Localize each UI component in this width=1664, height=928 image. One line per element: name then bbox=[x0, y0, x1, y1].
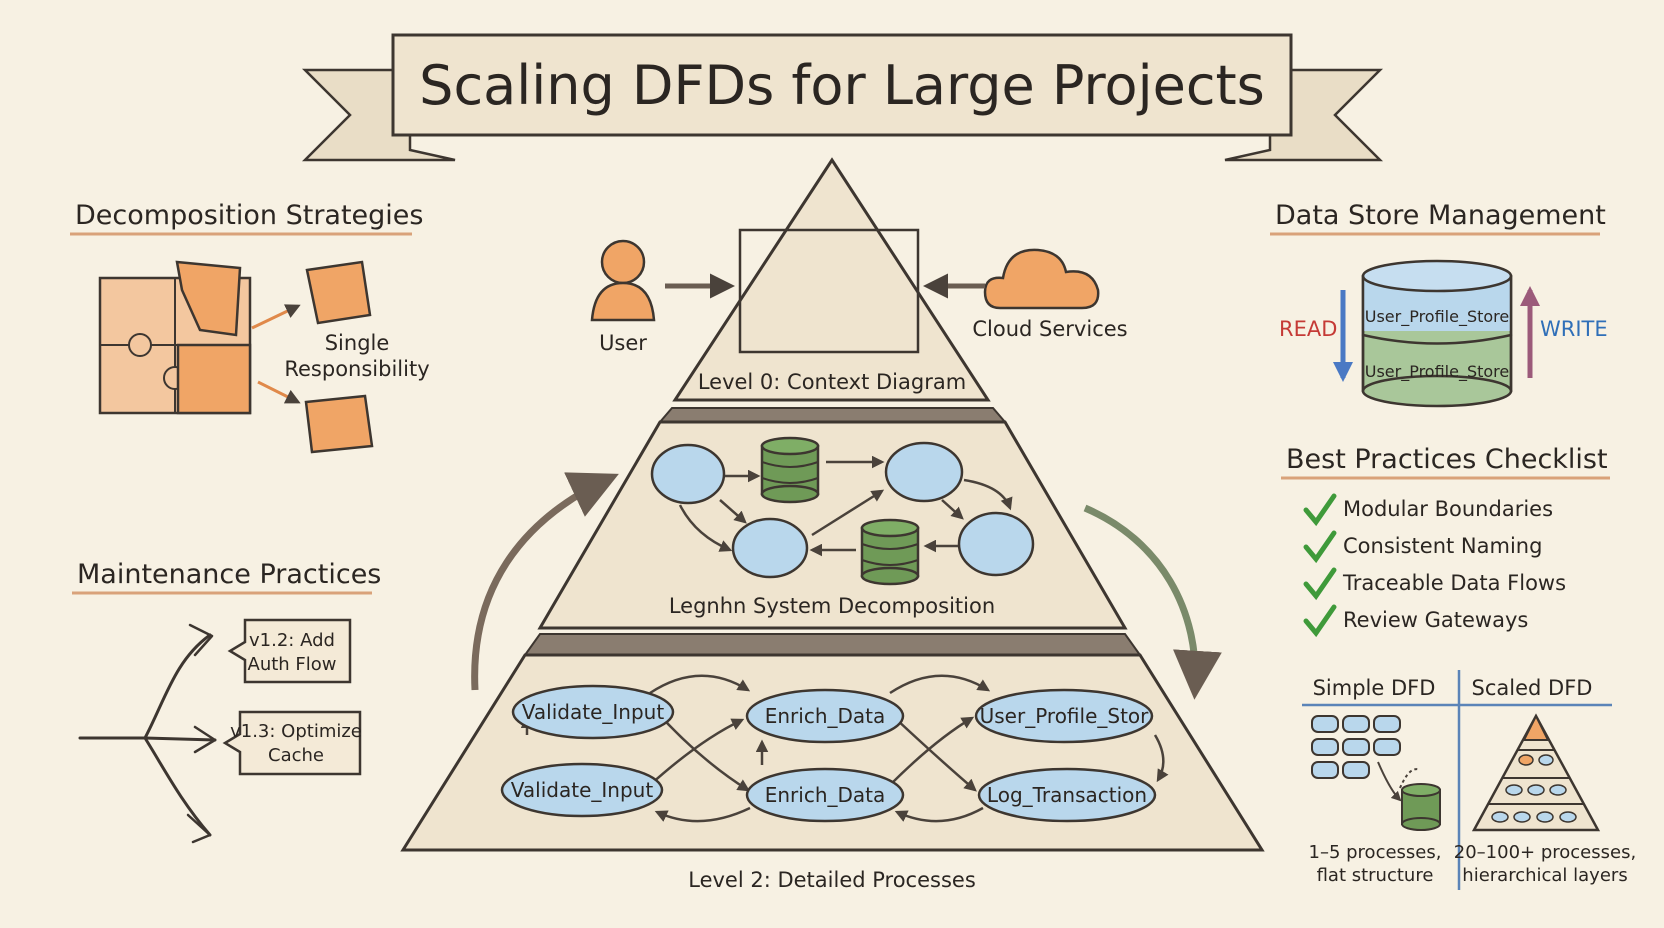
checklist-item: Review Gateways bbox=[1303, 604, 1528, 638]
process-label: User_Profile_Stor bbox=[980, 704, 1150, 728]
process-bubble bbox=[650, 443, 726, 505]
checklist-item-text: Review Gateways bbox=[1343, 608, 1528, 632]
process-bubble bbox=[957, 511, 1035, 577]
process-label: Validate_Input bbox=[511, 778, 654, 802]
check-icon bbox=[1303, 530, 1337, 564]
pyramid-level-0 bbox=[672, 157, 991, 402]
process-node: Log_Transaction bbox=[977, 767, 1157, 823]
user-label: User bbox=[599, 331, 647, 355]
level1-flows bbox=[650, 436, 1035, 586]
comparison-section: Simple DFD Scaled DFD bbox=[1302, 670, 1636, 890]
checklist-item-text: Traceable Data Flows bbox=[1342, 571, 1566, 595]
zoom-in-arrow bbox=[471, 472, 619, 691]
checklist-heading: Best Practices Checklist bbox=[1286, 444, 1608, 475]
banner-body bbox=[391, 33, 1293, 137]
flow-arrow bbox=[1399, 768, 1421, 789]
database-icon bbox=[760, 436, 820, 504]
check-icon bbox=[1303, 493, 1337, 527]
puzzle-piece-icon bbox=[304, 394, 374, 454]
version-note-text: v1.3: Optimize bbox=[230, 721, 362, 742]
process-node: Enrich_Data bbox=[745, 767, 905, 823]
simple-dfd-icon bbox=[1311, 715, 1401, 779]
read-label: READ bbox=[1279, 317, 1337, 341]
database-icon bbox=[1401, 783, 1441, 831]
scaled-dfd-caption: 20–100+ processes, bbox=[1454, 842, 1636, 863]
check-icon bbox=[1303, 567, 1337, 601]
process-label: Log_Transaction bbox=[987, 783, 1147, 807]
flow-arrow bbox=[1377, 761, 1402, 802]
store-label: User_Profile_Store bbox=[1365, 362, 1510, 382]
level2-flows bbox=[520, 674, 1169, 823]
cloud-icon bbox=[983, 248, 1100, 310]
data-store-heading: Data Store Management bbox=[1275, 200, 1606, 231]
version-note: v1.2: Add Auth Flow bbox=[227, 618, 352, 684]
single-responsibility-label: Single bbox=[325, 331, 390, 355]
arrow-to-piece bbox=[251, 304, 301, 330]
checklist-item: Traceable Data Flows bbox=[1303, 567, 1566, 601]
version-tree-icon bbox=[78, 623, 217, 844]
simple-dfd-caption: flat structure bbox=[1317, 865, 1434, 886]
process-node: Validate_Input bbox=[511, 684, 675, 740]
level-divider bbox=[523, 633, 1142, 656]
page-title: Scaling DFDs for Large Projects bbox=[419, 54, 1265, 117]
store-label: User_Profile_Store bbox=[1365, 307, 1510, 327]
title-banner: Scaling DFDs for Large Projects bbox=[301, 33, 1384, 162]
version-note-text: Cache bbox=[268, 745, 324, 766]
process-node: Validate_Input bbox=[500, 762, 664, 818]
user-icon bbox=[590, 239, 656, 322]
simple-dfd-caption: 1–5 processes, bbox=[1309, 842, 1442, 863]
single-responsibility-label: Responsibility bbox=[284, 357, 429, 381]
scaled-dfd-pyramid-icon bbox=[1471, 713, 1601, 832]
level2-caption: Level 2: Detailed Processes bbox=[688, 868, 976, 892]
level1-caption: Legnhn System Decomposition bbox=[669, 594, 995, 618]
puzzle-piece-icon bbox=[305, 260, 372, 325]
decomposition-section: Decomposition Strategies Single Responsi… bbox=[70, 200, 430, 454]
decomposition-heading: Decomposition Strategies bbox=[75, 200, 423, 231]
version-note-text: Auth Flow bbox=[248, 654, 337, 675]
dfd-pyramid: Level 0: Context Diagram Legnhn System D… bbox=[400, 157, 1265, 892]
check-icon bbox=[1303, 604, 1337, 638]
checklist-section: Best Practices Checklist Modular Boundar… bbox=[1281, 444, 1610, 638]
maintenance-section: Maintenance Practices v1.2: Add Auth Flo… bbox=[72, 559, 381, 844]
arrow-to-piece bbox=[257, 380, 301, 404]
process-label: Validate_Input bbox=[522, 700, 665, 724]
simple-dfd-heading: Simple DFD bbox=[1313, 676, 1436, 700]
puzzle-icon bbox=[98, 260, 252, 415]
database-icon bbox=[1361, 259, 1513, 408]
checklist-item: Modular Boundaries bbox=[1303, 493, 1553, 527]
data-store-section: Data Store Management READ WRITE User_Pr… bbox=[1270, 200, 1608, 408]
process-label: Enrich_Data bbox=[765, 783, 886, 807]
maintenance-heading: Maintenance Practices bbox=[77, 559, 381, 590]
version-note-text: v1.2: Add bbox=[249, 630, 335, 651]
process-bubble bbox=[884, 441, 964, 503]
scaled-dfd-heading: Scaled DFD bbox=[1472, 676, 1593, 700]
context-box bbox=[738, 228, 920, 354]
level-divider bbox=[657, 407, 1008, 423]
checklist-item-text: Consistent Naming bbox=[1343, 534, 1542, 558]
level0-caption: Level 0: Context Diagram bbox=[698, 370, 966, 394]
process-node: Enrich_Data bbox=[745, 688, 905, 744]
checklist-item: Consistent Naming bbox=[1303, 530, 1542, 564]
process-node: User_Profile_Stor bbox=[974, 688, 1154, 744]
cloud-services-label: Cloud Services bbox=[972, 317, 1127, 341]
drill-down-arrow bbox=[1083, 504, 1222, 700]
process-bubble bbox=[731, 517, 809, 579]
process-label: Enrich_Data bbox=[765, 704, 886, 728]
scaled-dfd-caption: hierarchical layers bbox=[1462, 865, 1627, 886]
write-label: WRITE bbox=[1540, 317, 1608, 341]
version-note: v1.3: Optimize Cache bbox=[222, 710, 362, 776]
database-icon bbox=[860, 518, 920, 586]
checklist-item-text: Modular Boundaries bbox=[1343, 497, 1553, 521]
